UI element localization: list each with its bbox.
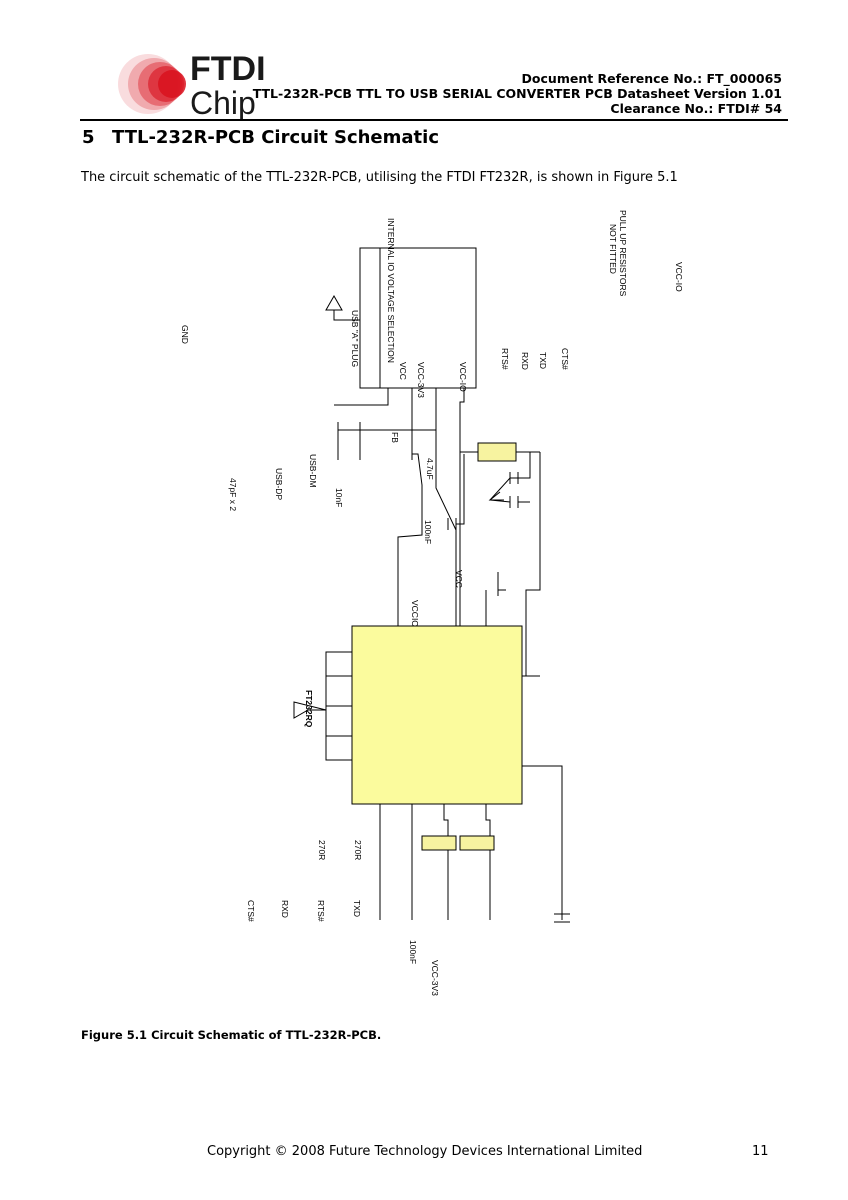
label-usb-plug: USB "A" PLUG: [350, 310, 360, 367]
label-cap-4u7: 4.7uF: [425, 458, 435, 480]
label-cap-100n: 100nF: [423, 520, 433, 544]
label-vccio: VCCIO: [410, 600, 420, 627]
circuit-schematic: USB "A" PLUG GND INTERNAL IO VOLTAGE SEL…: [180, 210, 684, 996]
label-r-270-1: 270R: [317, 840, 327, 860]
label-usb-dp: USB-DP: [274, 468, 284, 500]
label-rxd: RXD: [520, 352, 530, 370]
label-io-vccio: VCC-IO: [458, 362, 468, 392]
label-bottom-rxd: RXD: [280, 900, 290, 918]
intro-paragraph: The circuit schematic of the TTL-232R-PC…: [81, 170, 678, 185]
copyright-footer: Copyright © 2008 Future Technology Devic…: [207, 1144, 643, 1159]
ft232rq-chip: [351, 625, 523, 805]
logo-text-ftdi: FTDI: [190, 50, 266, 88]
clearance-number: Clearance No.: FTDI# 54: [610, 101, 782, 116]
label-txd: TXD: [538, 352, 548, 369]
label-r-270-2: 270R: [353, 840, 363, 860]
label-vcc-3v3: VCC-3V3: [430, 960, 440, 996]
ftdi-chip-logo: FTDI Chip: [118, 50, 266, 121]
doc-title: TTL-232R-PCB TTL TO USB SERIAL CONVERTER…: [252, 86, 782, 101]
label-usb-dm: USB-DM: [308, 454, 318, 488]
label-rts: RTS#: [500, 348, 510, 370]
label-pullup-1: PULL UP RESISTORS: [618, 210, 628, 297]
usb-a-plug: [359, 247, 477, 389]
label-io-vcc3v3: VCC-3V3: [416, 362, 426, 398]
chip-name: FT232RQ: [304, 690, 314, 728]
section-title: TTL-232R-PCB Circuit Schematic: [112, 127, 439, 148]
label-cap-10n: 10nF: [334, 488, 344, 507]
label-gnd: GND: [180, 325, 190, 344]
header-divider: [80, 119, 788, 121]
section-heading: 5 TTL-232R-PCB Circuit Schematic: [82, 127, 439, 148]
logo-text-chip: Chip: [190, 85, 256, 121]
label-cts: CTS#: [560, 348, 570, 370]
label-vcc: VCC: [454, 570, 464, 588]
doc-reference: Document Reference No.: FT_000065: [521, 71, 782, 86]
page-number: 11: [752, 1144, 769, 1159]
label-bottom-rts: RTS#: [316, 900, 326, 922]
figure-caption: Figure 5.1 Circuit Schematic of TTL-232R…: [81, 1028, 382, 1042]
label-io-vcc: VCC: [398, 362, 408, 380]
ferrite-bead: [477, 442, 517, 462]
label-100n-bottom: 100nF: [408, 940, 418, 964]
label-bottom-txd: TXD: [352, 900, 362, 917]
label-io-selection: INTERNAL IO VOLTAGE SELECTION: [386, 218, 396, 363]
label-pullup-2: NOT FITTED: [608, 224, 618, 274]
label-vcc-io-right: VCC-IO: [674, 262, 684, 292]
label-caps-47p: 47pF x 2: [228, 478, 238, 511]
section-number: 5: [82, 127, 95, 148]
label-bottom-cts: CTS#: [246, 900, 256, 922]
label-fb: FB: [390, 432, 400, 443]
